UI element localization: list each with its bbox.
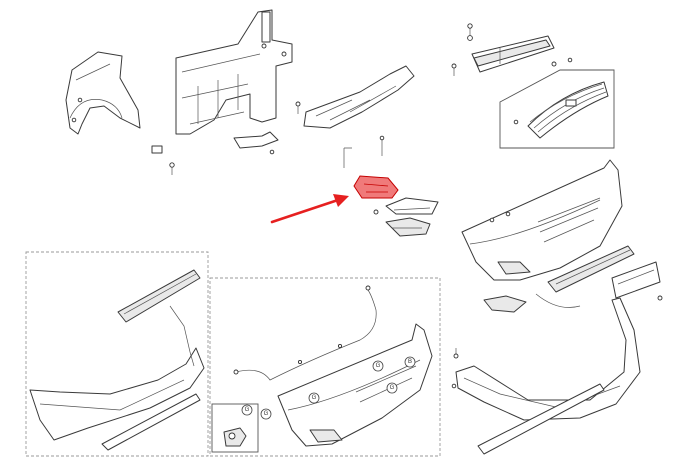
lower-lip-right: [451, 297, 641, 421]
parking-sensor-harness: [233, 285, 377, 381]
fog-lamp-highlighted: [353, 175, 399, 199]
lower-trim-right: [477, 383, 605, 455]
callout-badge: G: [308, 392, 320, 404]
grille-outline-box: [499, 69, 615, 149]
callout-badge: G: [260, 408, 272, 420]
fog-lamp-bezel: [373, 197, 439, 215]
lower-grille-right: [547, 245, 635, 293]
svg-text:G: G: [376, 363, 381, 369]
lower-lip-group-box: [25, 251, 209, 457]
callout-badge: B: [404, 356, 416, 368]
svg-text:G: G: [312, 395, 317, 401]
leader-lines: [343, 135, 385, 168]
callout-badge: G: [372, 360, 384, 372]
highlight-arrow: [270, 194, 349, 224]
sensor-detail-box: [211, 403, 259, 453]
svg-text:B: B: [408, 359, 412, 365]
bumper-absorber: [295, 65, 415, 129]
hood-latch-bracket: [233, 131, 279, 155]
license-plate-bracket: [611, 261, 663, 301]
sensor-group-box: [209, 277, 441, 457]
callout-badge: G: [241, 404, 253, 416]
lower-trim-strip: [101, 393, 201, 451]
svg-text:G: G: [264, 411, 269, 417]
front-fender: [65, 51, 141, 135]
fog-lamp-cover: [385, 217, 431, 237]
svg-text:G: G: [390, 385, 395, 391]
callout-badge: G: [386, 382, 398, 394]
fender-bracket: [151, 145, 175, 175]
lower-grille-strip: [117, 269, 201, 323]
radiator-grille: [513, 81, 609, 139]
lower-bumper-lip: [29, 305, 205, 441]
reflector-strip: [483, 293, 581, 313]
front-bumper-with-sensors: [277, 323, 433, 447]
front-bumper-assembled: [461, 159, 623, 281]
radiator-support: [175, 9, 293, 135]
upper-grille-cover: [451, 23, 573, 76]
svg-text:G: G: [245, 407, 250, 413]
